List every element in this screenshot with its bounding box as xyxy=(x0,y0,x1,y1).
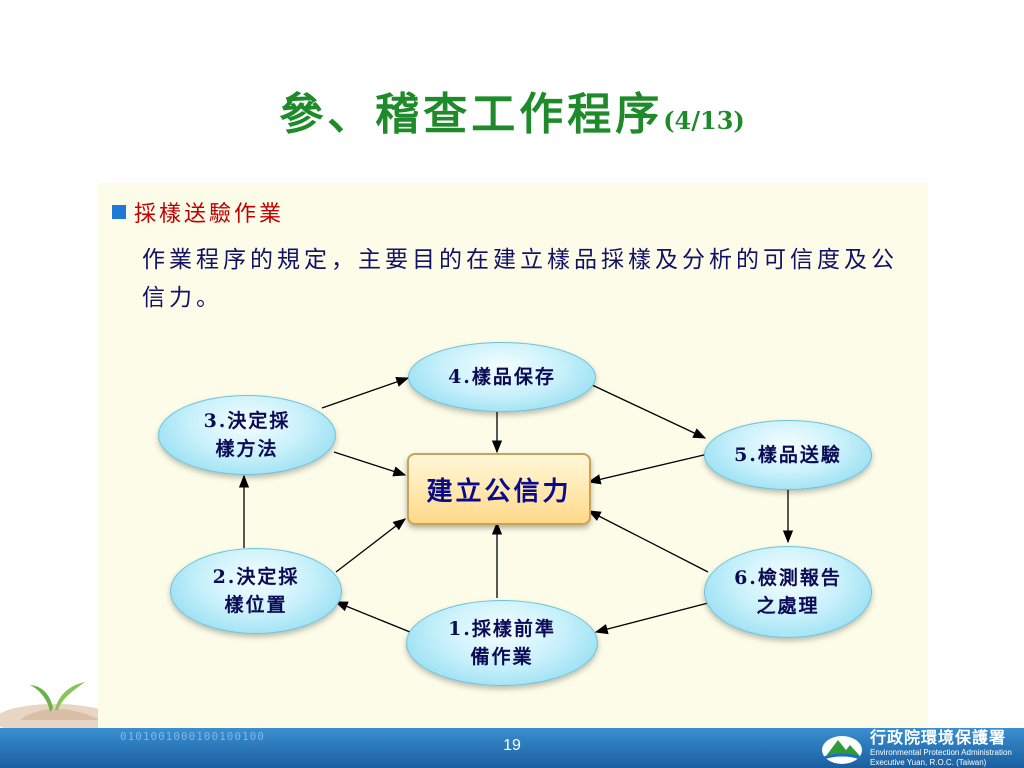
org-name-zh: 行政院環境保護署 xyxy=(870,728,1007,747)
node-label-line1: 6.檢測報告 xyxy=(734,567,842,589)
page-number: 19 xyxy=(503,737,521,754)
org-name-en-2: Executive Yuan, R.O.C. (Taiwan) xyxy=(870,758,987,767)
node-label-line2: 備作業 xyxy=(470,646,534,668)
epa-logo-icon xyxy=(822,736,862,764)
arrow-3-to-center xyxy=(333,451,407,477)
node-label: 5.樣品送驗 xyxy=(734,444,842,466)
section-heading: 採樣送驗作業 xyxy=(112,196,284,228)
center-credibility-box: 建立公信力 xyxy=(407,453,591,525)
arrow-6-to-1 xyxy=(594,601,713,635)
node-pre-sampling: 1.採樣前準備作業 xyxy=(406,600,598,686)
arrow-1-to-2 xyxy=(334,601,411,633)
square-bullet-icon xyxy=(112,205,126,219)
arrow-3-to-4 xyxy=(321,376,410,409)
node-label: 4.樣品保存 xyxy=(448,366,556,388)
arrow-6-to-center xyxy=(587,510,709,573)
arrow-5-to-center xyxy=(587,453,709,485)
page-title: 參、稽查工作程序(4/13) xyxy=(0,78,1024,142)
org-name-en-1: Environmental Protection Administration xyxy=(870,748,1012,757)
arrow-4-to-5 xyxy=(589,383,707,439)
section-bullet-text: 採樣送驗作業 xyxy=(134,202,285,227)
node-sampling-method: 3.決定採樣方法 xyxy=(158,395,336,475)
arrow-2-to-center xyxy=(335,518,407,573)
node-label-line1: 2.決定採 xyxy=(212,566,300,588)
node-report-handling: 6.檢測報告之處理 xyxy=(704,546,872,638)
node-label-line2: 樣方法 xyxy=(215,438,279,460)
footer-binary-text: 0101001000100100100 xyxy=(120,730,265,743)
title-sub: (4/13) xyxy=(663,106,745,135)
node-label-line2: 之處理 xyxy=(756,595,820,617)
org-name: 行政院環境保護署 Environmental Protection Admini… xyxy=(870,724,1012,768)
plant-hand-image xyxy=(0,682,115,736)
section-description: 作業程序的規定，主要目的在建立樣品採樣及分析的可信度及公信力。 xyxy=(142,247,898,311)
node-label-line1: 1.採樣前準 xyxy=(448,618,556,640)
node-label-line2: 樣位置 xyxy=(224,594,288,616)
node-label-line1: 3.決定採 xyxy=(203,410,291,432)
node-sample-storage: 4.樣品保存 xyxy=(408,342,596,412)
node-sample-delivery: 5.樣品送驗 xyxy=(704,420,872,490)
node-sampling-location: 2.決定採樣位置 xyxy=(170,548,342,634)
title-main: 參、稽查工作程序 xyxy=(279,89,664,140)
